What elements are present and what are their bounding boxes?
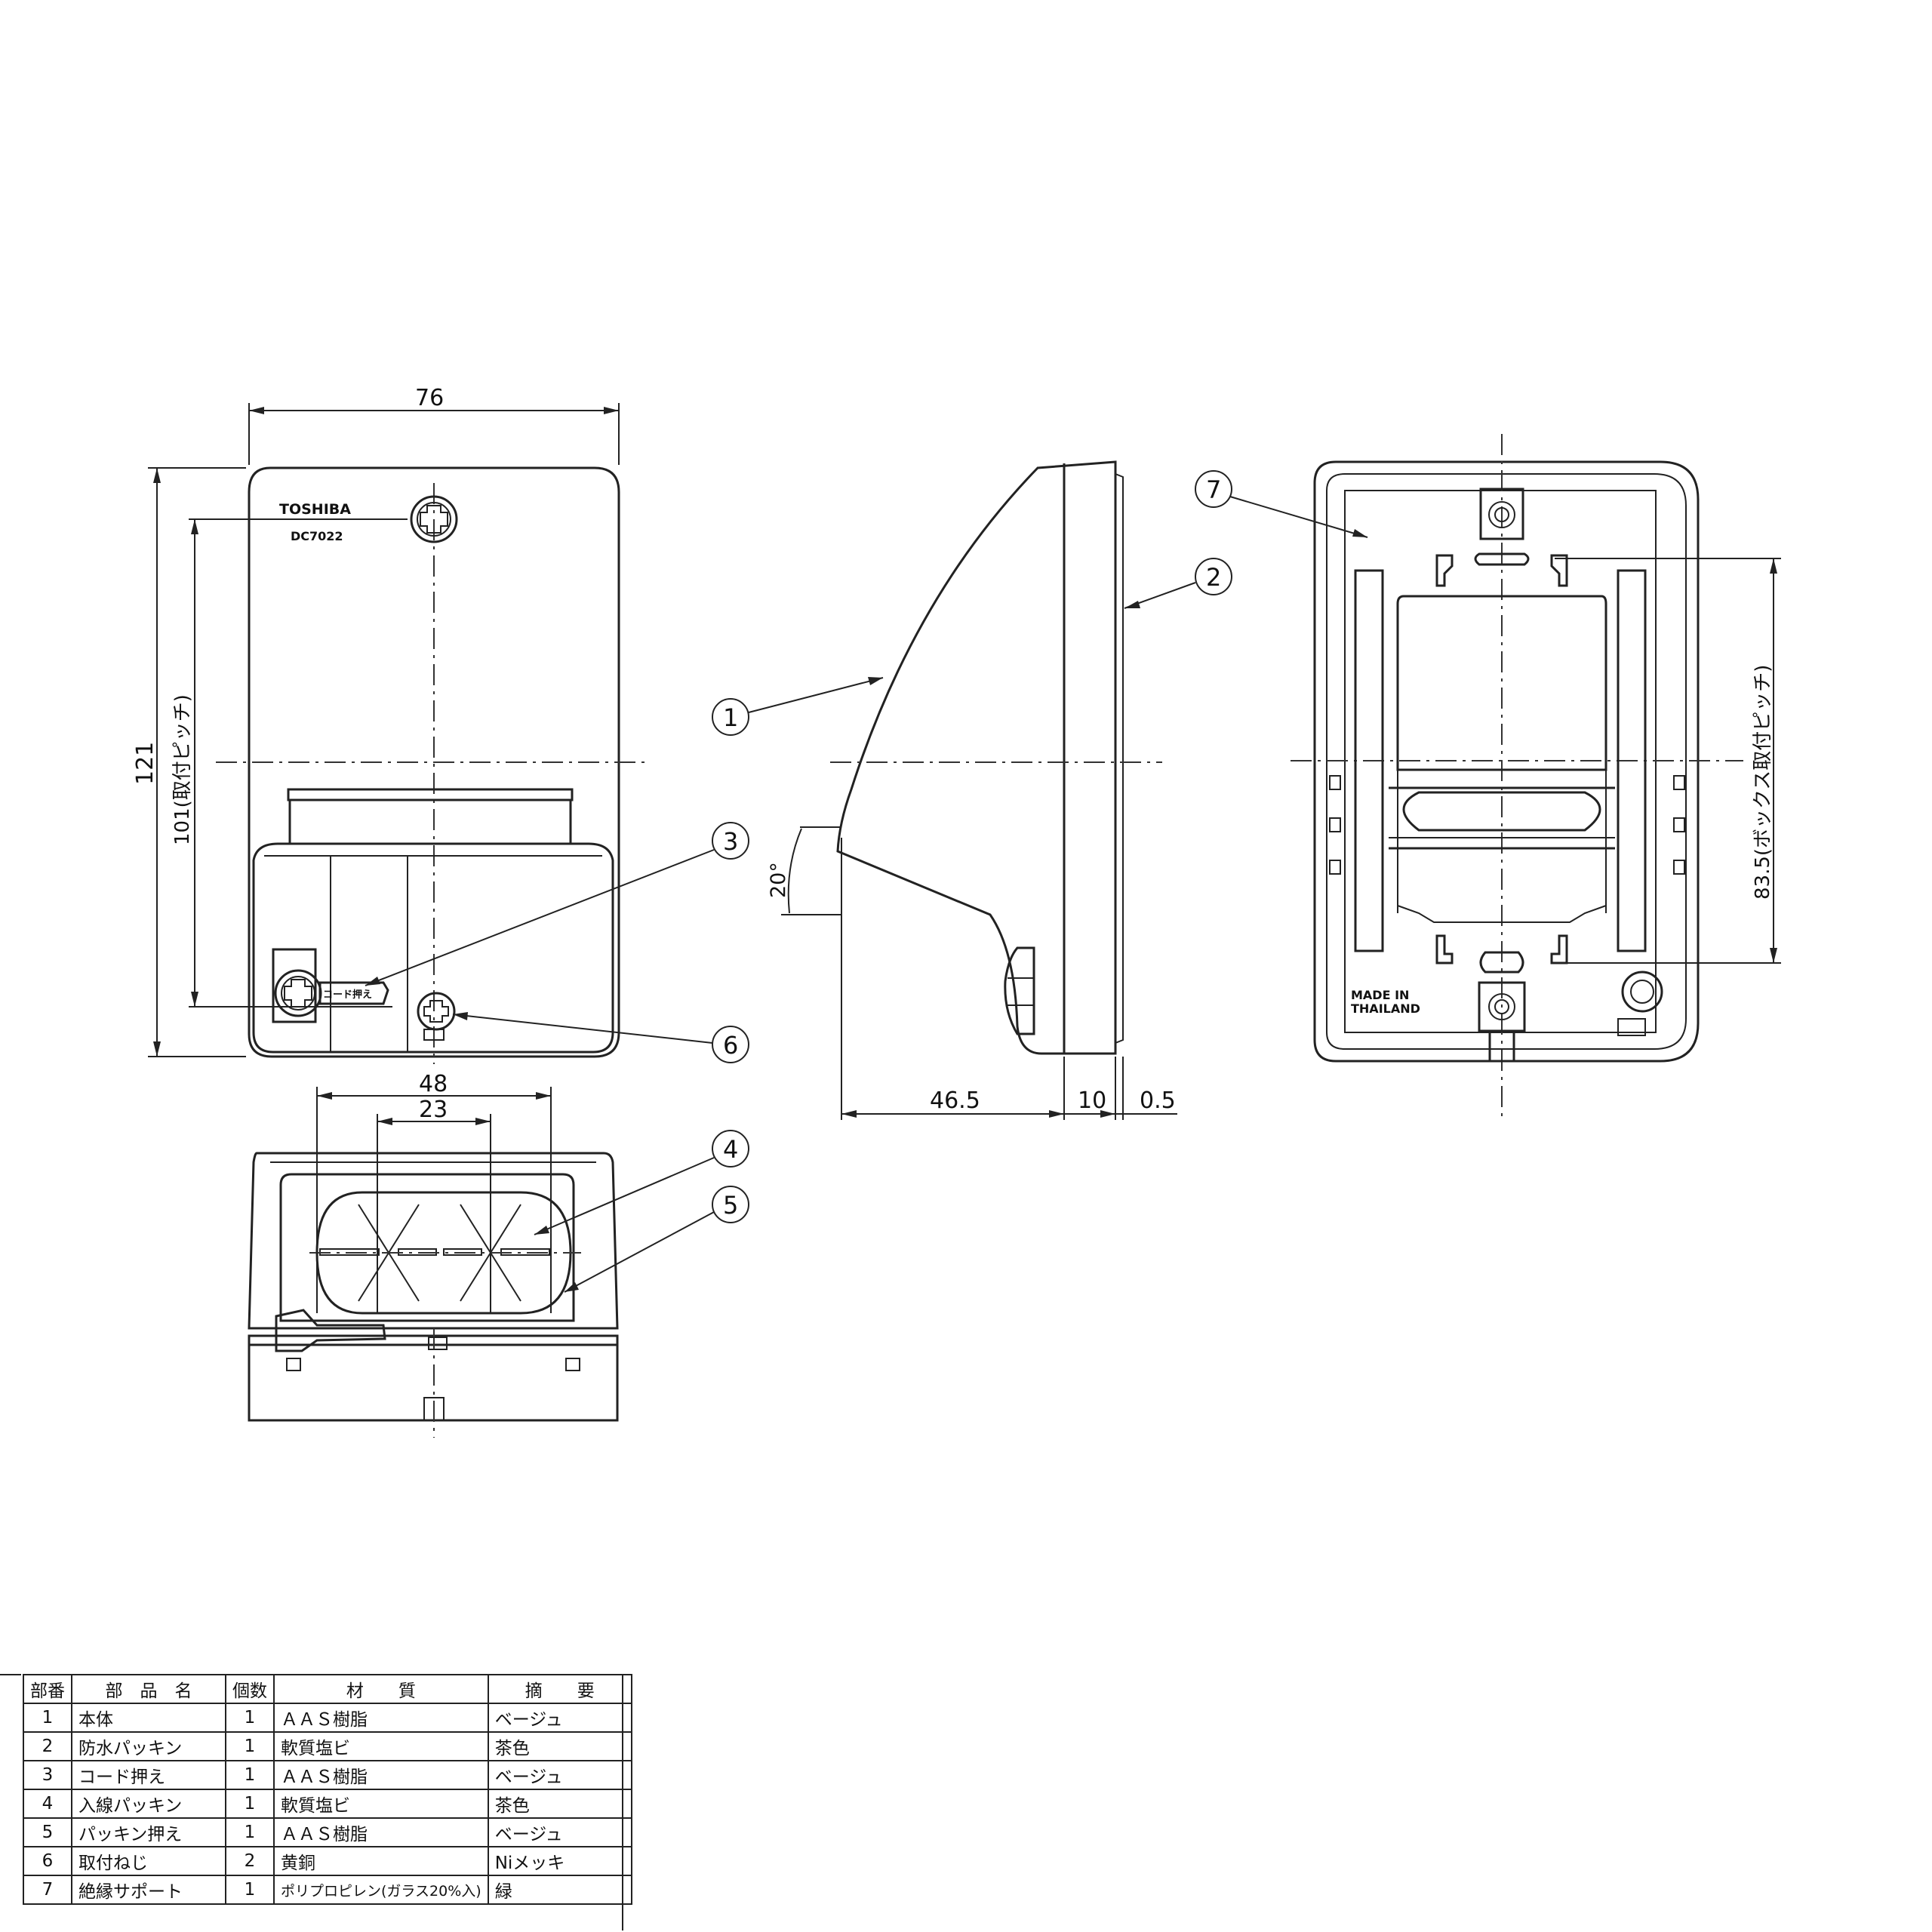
row-qty: 1: [225, 1789, 275, 1819]
row-qty: 1: [225, 1817, 275, 1847]
dim-box-pitch: 83.5(ボックス取付ピッチ): [1752, 665, 1774, 900]
dim-angle: 20°: [767, 862, 790, 898]
table-row: 7 絶縁サポート 1 ポリプロピレン(ガラス20%入) 緑: [23, 1875, 632, 1905]
cord-clamp-label: コード押え: [323, 989, 372, 1001]
row-no: 6: [23, 1846, 72, 1876]
row-name: 防水パッキン: [71, 1731, 226, 1761]
header-name: 部 品 名: [71, 1674, 226, 1704]
row-name: 入線パッキン: [71, 1789, 226, 1819]
dim-depth: 46.5: [930, 1088, 980, 1114]
table-row: 1 本体 1 ＡＡＳ樹脂 ベージュ: [23, 1703, 632, 1733]
row-note: 茶色: [487, 1789, 632, 1819]
table-row: 2 防水パッキン 1 軟質塩ビ 茶色: [23, 1731, 632, 1761]
header-qty: 個数: [225, 1674, 275, 1704]
bottom-view: 48 23: [248, 1071, 619, 1438]
row-note: ベージュ: [487, 1703, 632, 1733]
back-top-screw-icon: [1479, 488, 1524, 540]
dim-pitch: 101(取付ピッチ): [171, 694, 194, 845]
row-note: Niメッキ: [487, 1846, 632, 1876]
row-no: 2: [23, 1731, 72, 1761]
callout-7: 7: [1206, 475, 1221, 504]
row-name: コード押え: [71, 1760, 226, 1790]
dim-width: 76: [415, 385, 444, 411]
callout-3: 3: [723, 827, 738, 856]
row-material: ＡＡＳ樹脂: [273, 1760, 489, 1790]
header-note: 摘 要: [487, 1674, 632, 1704]
parts-table-header: 部番 部 品 名 個数 材 質 摘 要: [23, 1674, 632, 1704]
header-no: 部番: [23, 1674, 72, 1704]
row-name: 本体: [71, 1703, 226, 1733]
model-label: DC7022: [291, 529, 343, 543]
row-material: 軟質塩ビ: [273, 1731, 489, 1761]
row-qty: 1: [225, 1731, 275, 1761]
row-qty: 1: [225, 1875, 275, 1905]
row-note: ベージュ: [487, 1817, 632, 1847]
row-no: 7: [23, 1875, 72, 1905]
callout-2: 2: [1206, 563, 1221, 592]
row-no: 1: [23, 1703, 72, 1733]
table-border-extension: [622, 1674, 623, 1930]
row-name: パッキン押え: [71, 1817, 226, 1847]
table-row: 5 パッキン押え 1 ＡＡＳ樹脂 ベージュ: [23, 1817, 632, 1847]
top-screw-icon: [410, 495, 458, 543]
dim-base: 10: [1078, 1088, 1106, 1114]
side-view: 20° 46.5 10 0.5: [767, 460, 1177, 1120]
dim-height: 121: [132, 742, 158, 785]
front-view: TOSHIBA DC7022 コード押え 76: [132, 385, 649, 1064]
row-no: 3: [23, 1760, 72, 1790]
row-material: ＡＡＳ樹脂: [273, 1703, 489, 1733]
origin-line2: THAILAND: [1351, 1001, 1420, 1016]
origin-line1: MADE IN: [1351, 988, 1409, 1002]
parts-table: 部番 部 品 名 個数 材 質 摘 要 1 本体 1 ＡＡＳ樹脂 ベージュ 2 …: [23, 1674, 632, 1905]
callout-6: 6: [723, 1031, 738, 1060]
table-row: 4 入線パッキン 1 軟質塩ビ 茶色: [23, 1789, 632, 1819]
row-no: 5: [23, 1817, 72, 1847]
row-name: 取付ねじ: [71, 1846, 226, 1876]
dim-gasket: 0.5: [1140, 1088, 1176, 1114]
header-material: 材 質: [273, 1674, 489, 1704]
dim-inner: 23: [419, 1097, 448, 1123]
callout-4: 4: [723, 1135, 738, 1164]
callouts: 1 2 3 6 4 5 7: [365, 470, 1368, 1293]
row-qty: 1: [225, 1703, 275, 1733]
row-qty: 1: [225, 1760, 275, 1790]
cord-clamp-screw-icon: [274, 969, 322, 1017]
row-note: 茶色: [487, 1731, 632, 1761]
row-material: 軟質塩ビ: [273, 1789, 489, 1819]
row-name: 絶縁サポート: [71, 1875, 226, 1905]
mounting-screw-icon: [417, 992, 456, 1041]
row-note: 緑: [487, 1875, 632, 1905]
callout-5: 5: [723, 1191, 738, 1220]
row-material: ＡＡＳ樹脂: [273, 1817, 489, 1847]
back-view: MADE IN THAILAND 83.5(ボックス取付ピッチ): [1291, 434, 1781, 1117]
callout-1: 1: [723, 703, 738, 732]
table-row: 6 取付ねじ 2 黄銅 Niメッキ: [23, 1846, 632, 1876]
table-row: 3 コード押え 1 ＡＡＳ樹脂 ベージュ: [23, 1760, 632, 1790]
row-material: ポリプロピレン(ガラス20%入): [273, 1875, 489, 1905]
row-note: ベージュ: [487, 1760, 632, 1790]
row-qty: 2: [225, 1846, 275, 1876]
table-extension-line: [0, 1674, 21, 1675]
dim-outer: 48: [419, 1071, 448, 1097]
row-material: 黄銅: [273, 1846, 489, 1876]
brand-label: TOSHIBA: [279, 501, 351, 518]
row-no: 4: [23, 1789, 72, 1819]
